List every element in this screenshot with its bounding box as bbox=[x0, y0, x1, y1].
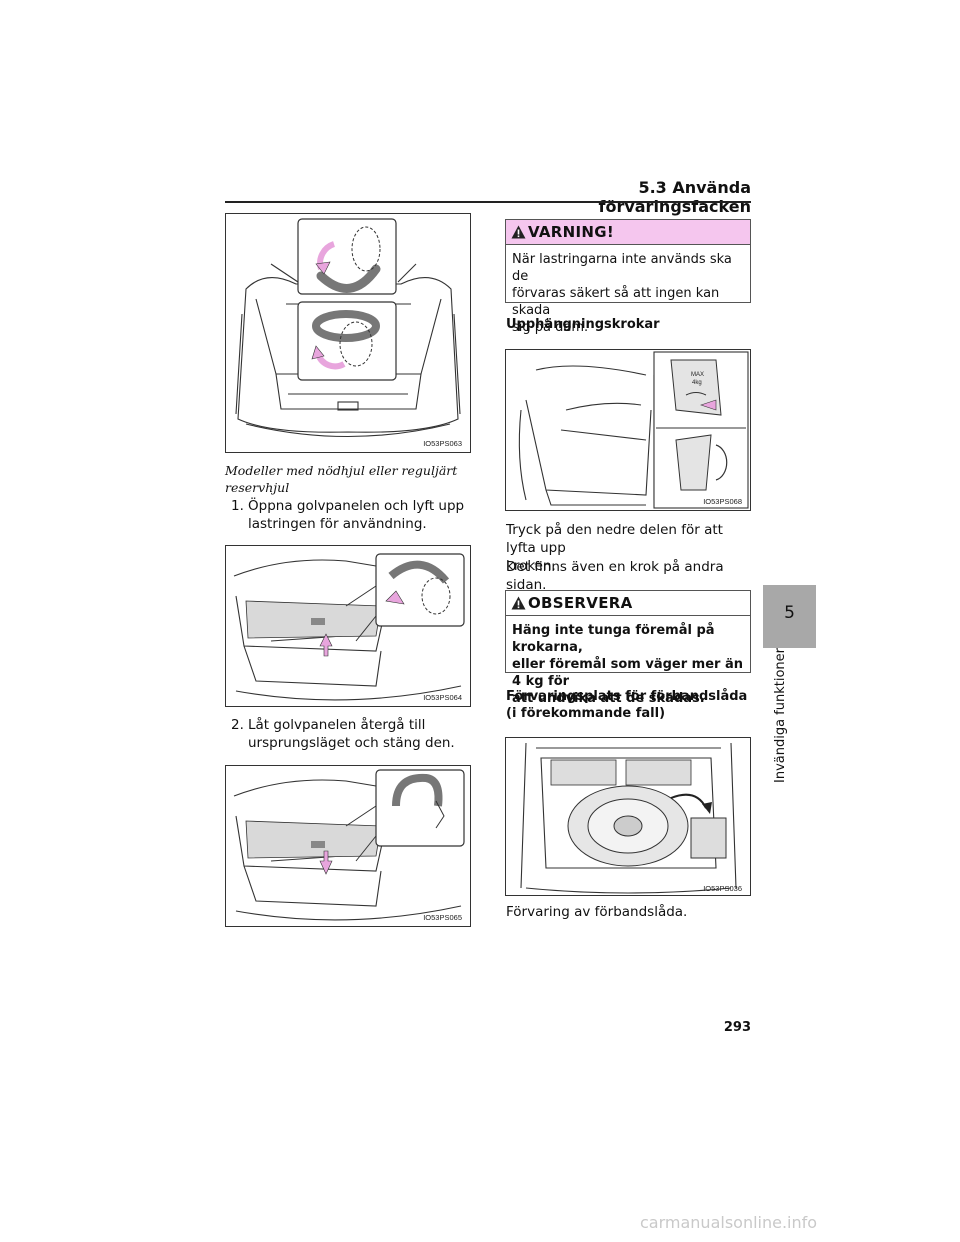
step-text: Öppna golvpanelen och lyft upp bbox=[248, 498, 465, 514]
warning-line: När lastringarna inte används ska de bbox=[512, 252, 732, 284]
hooks-other-side: Det finns även en krok på andra sidan. bbox=[506, 559, 724, 593]
notice-line: att undvika att de skadas. bbox=[512, 691, 705, 706]
page-number: 293 bbox=[723, 1020, 751, 1035]
step-number: 1. bbox=[231, 498, 244, 514]
model-caption: Modeller med nödhjul eller reguljärt res… bbox=[225, 463, 458, 495]
warning-header: VARNING! bbox=[506, 220, 750, 245]
hook-max-label: MAX bbox=[691, 372, 704, 378]
notice-text: Häng inte tunga föremål på krokarna, ell… bbox=[506, 616, 750, 713]
hook-weight-label: 4kg bbox=[692, 380, 702, 386]
figure-code: IO53PS068 bbox=[703, 497, 742, 506]
notice-box: OBSERVERA Häng inte tunga föremål på kro… bbox=[505, 590, 751, 706]
firstaid-caption: Förvaring av förbandslåda. bbox=[506, 904, 688, 920]
hooks-instruction-line: kroken. bbox=[506, 558, 556, 574]
chapter-number: 5 bbox=[784, 603, 795, 623]
section-header: 5.3 Använda förvaringsfacken bbox=[598, 178, 751, 216]
figure-hooks: MAX 4kg IO53PS068 bbox=[505, 349, 751, 511]
warning-text: När lastringarna inte används ska de för… bbox=[506, 245, 750, 342]
step-text: Låt golvpanelen återgå till bbox=[248, 717, 426, 733]
warning-title: VARNING! bbox=[528, 223, 614, 241]
warning-icon bbox=[511, 225, 526, 239]
figure-code: IO53PS036 bbox=[703, 884, 742, 893]
hooks-heading: Upphängningskrokar bbox=[506, 317, 660, 332]
hooks-instruction-line: Tryck på den nedre delen för att lyfta u… bbox=[506, 522, 723, 556]
figure-close-floor-panel: IO53PS065 bbox=[225, 765, 471, 927]
figure-code: IO53PS063 bbox=[423, 439, 462, 448]
step-text: ursprungsläget och stäng den. bbox=[248, 735, 455, 751]
step-number: 2. bbox=[231, 717, 244, 733]
notice-header: OBSERVERA bbox=[506, 591, 750, 616]
figure-firstaid-storage: IO53PS036 bbox=[505, 737, 751, 896]
chapter-label: Invändiga funktioner bbox=[770, 648, 790, 790]
figure-open-floor-panel: IO53PS064 bbox=[225, 545, 471, 707]
firstaid-heading-line: Förvaringsplats för förbandslåda bbox=[506, 689, 748, 704]
step-text: lastringen för användning. bbox=[248, 516, 427, 532]
chapter-label-text: Invändiga funktioner bbox=[773, 647, 788, 783]
header-rule bbox=[225, 201, 751, 203]
step-1: 1.Öppna golvpanelen och lyft upp lastrin… bbox=[231, 497, 471, 533]
firstaid-heading: Förvaringsplats för förbandslåda (i före… bbox=[506, 688, 756, 722]
notice-title: OBSERVERA bbox=[528, 594, 633, 612]
figure-code: IO53PS065 bbox=[423, 913, 462, 922]
firstaid-heading-line: (i förekommande fall) bbox=[506, 706, 666, 721]
notice-line: eller föremål som väger mer än 4 kg för bbox=[512, 657, 743, 689]
notice-line: Häng inte tunga föremål på krokarna, bbox=[512, 623, 715, 655]
watermark: carmanualsonline.info bbox=[640, 1213, 818, 1232]
warning-line: sig på dem. bbox=[512, 320, 589, 335]
hooks-instruction: Tryck på den nedre delen för att lyfta u… bbox=[506, 521, 756, 575]
chapter-tab bbox=[763, 585, 816, 648]
figure-code: IO53PS064 bbox=[423, 693, 462, 702]
warning-line: förvaras säkert så att ingen kan skada bbox=[512, 286, 720, 318]
warning-box: VARNING! När lastringarna inte används s… bbox=[505, 219, 751, 335]
step-2: 2.Låt golvpanelen återgå till ursprungsl… bbox=[231, 716, 471, 752]
warning-icon bbox=[511, 596, 526, 610]
figure-lashing-rings-overview: IO53PS063 bbox=[225, 213, 471, 453]
